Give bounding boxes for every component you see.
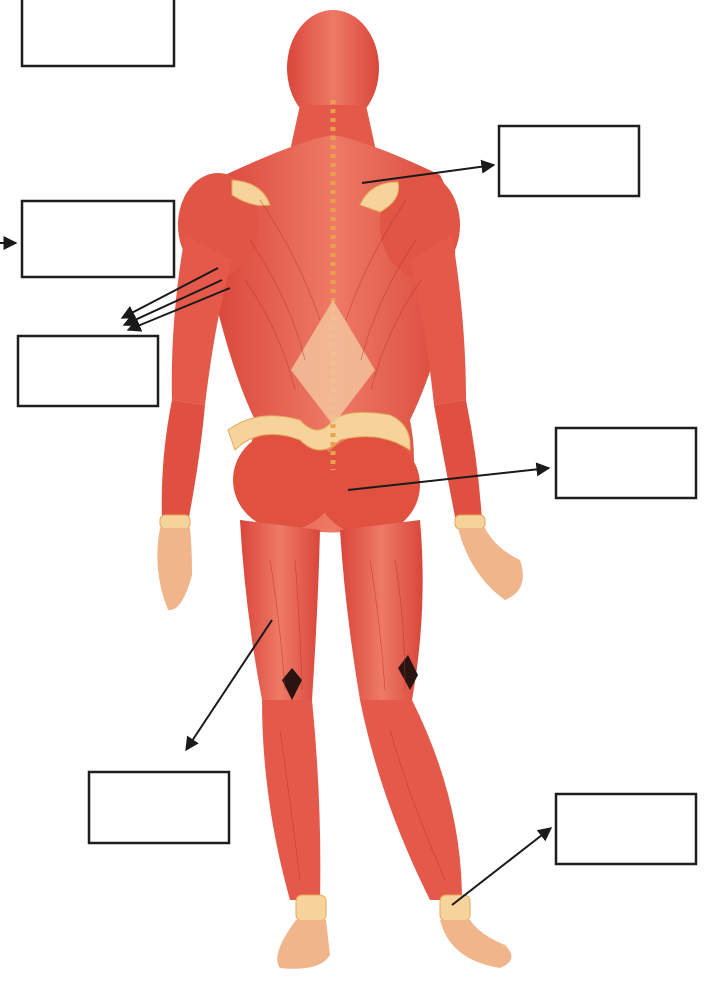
right-forearm: [434, 400, 482, 522]
left-hand: [157, 528, 192, 610]
left-wrist: [160, 515, 190, 529]
label-box[interactable]: [89, 772, 229, 843]
arrow-hamstring: [186, 620, 272, 750]
label-box[interactable]: [499, 126, 639, 196]
left-thigh: [240, 520, 320, 700]
right-calf: [360, 700, 462, 900]
label-box[interactable]: [18, 336, 158, 406]
arrow-achilles: [452, 828, 551, 905]
label-box[interactable]: [22, 201, 174, 277]
label-box[interactable]: [556, 428, 696, 498]
left-ankle: [296, 895, 326, 921]
right-ankle: [440, 895, 470, 921]
right-wrist: [455, 515, 485, 529]
left-calf: [262, 700, 320, 900]
left-foot: [277, 920, 330, 969]
right-hand: [458, 528, 523, 600]
left-forearm: [162, 400, 205, 522]
right-foot: [440, 920, 511, 968]
label-box[interactable]: [556, 794, 696, 864]
right-gluteal: [316, 435, 420, 535]
label-box[interactable]: [22, 0, 174, 66]
